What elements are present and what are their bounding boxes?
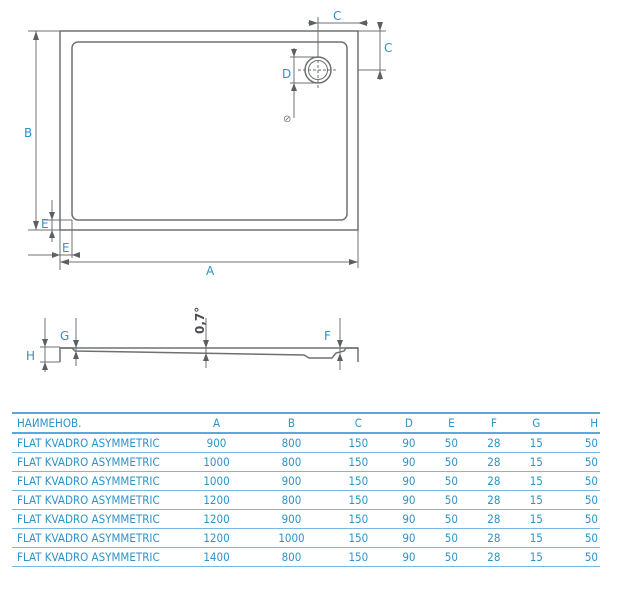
label-a: A xyxy=(206,264,215,278)
cell-name: FLAT KVADRO ASYMMETRIC xyxy=(12,433,179,453)
cell-c: 150 xyxy=(328,547,388,567)
label-c-right: C xyxy=(384,41,392,55)
cell-e: 50 xyxy=(430,509,473,529)
cell-g: 15 xyxy=(515,452,558,472)
cell-c: 150 xyxy=(328,490,388,510)
header-g: G xyxy=(515,413,558,434)
cell-d: 90 xyxy=(387,547,431,567)
cell-h: 50 xyxy=(557,490,600,510)
cell-g: 15 xyxy=(515,490,558,510)
cell-f: 28 xyxy=(472,471,516,491)
diameter-symbol: ⊘ xyxy=(283,114,291,125)
cell-f: 28 xyxy=(472,452,516,472)
cell-d: 90 xyxy=(387,528,431,548)
cell-b: 900 xyxy=(253,471,329,491)
header-name: НАИМЕНОВ. xyxy=(12,413,179,434)
header-h: H xyxy=(557,413,600,434)
table-header-row: НАИМЕНОВ. A B C D E F G H xyxy=(12,413,600,434)
cell-e: 50 xyxy=(430,433,473,453)
cell-name: FLAT KVADRO ASYMMETRIC xyxy=(12,471,179,491)
cell-a: 1400 xyxy=(179,547,254,567)
tray-outer-outline xyxy=(59,30,359,231)
cell-h: 50 xyxy=(557,433,600,453)
cell-g: 15 xyxy=(515,509,558,529)
cell-f: 28 xyxy=(472,547,516,567)
header-f: F xyxy=(472,413,516,434)
cell-e: 50 xyxy=(430,528,473,548)
cell-d: 90 xyxy=(387,509,431,529)
label-e-vertical: E xyxy=(41,217,49,231)
cell-name: FLAT KVADRO ASYMMETRIC xyxy=(12,509,179,529)
cell-a: 1200 xyxy=(179,528,254,548)
cell-c: 150 xyxy=(328,528,388,548)
cell-d: 90 xyxy=(387,490,431,510)
label-d: D xyxy=(282,67,291,81)
cell-b: 900 xyxy=(253,509,329,529)
cell-d: 90 xyxy=(387,452,431,472)
cell-a: 900 xyxy=(179,433,254,453)
header-e: E xyxy=(430,413,473,434)
cell-h: 50 xyxy=(557,471,600,491)
cell-a: 1000 xyxy=(179,452,254,472)
label-g: G xyxy=(60,329,69,343)
header-d: D xyxy=(387,413,431,434)
header-b: B xyxy=(253,413,329,434)
cell-c: 150 xyxy=(328,452,388,472)
cell-g: 15 xyxy=(515,528,558,548)
tray-inner-outline xyxy=(71,41,348,221)
header-c: C xyxy=(328,413,388,434)
header-a: A xyxy=(179,413,254,434)
dimensions-table: НАИМЕНОВ. A B C D E F G H FLAT KVADRO AS… xyxy=(12,412,600,567)
cell-g: 15 xyxy=(515,433,558,453)
cell-e: 50 xyxy=(430,452,473,472)
cell-b: 800 xyxy=(253,452,329,472)
cell-g: 15 xyxy=(515,471,558,491)
label-slope: 0,7° xyxy=(193,307,207,334)
cell-c: 150 xyxy=(328,509,388,529)
label-b: B xyxy=(24,126,32,140)
cell-d: 90 xyxy=(387,471,431,491)
cell-name: FLAT KVADRO ASYMMETRIC xyxy=(12,547,179,567)
shower-tray-drawing: C C D ⊘ B E E A H G 0,7° F xyxy=(24,9,392,372)
cell-f: 28 xyxy=(472,433,516,453)
cell-h: 50 xyxy=(557,547,600,567)
cell-b: 1000 xyxy=(253,528,329,548)
cell-b: 800 xyxy=(253,433,329,453)
label-f: F xyxy=(324,329,331,343)
cell-name: FLAT KVADRO ASYMMETRIC xyxy=(12,490,179,510)
label-c-top: C xyxy=(333,9,341,23)
cell-name: FLAT KVADRO ASYMMETRIC xyxy=(12,452,179,472)
cell-e: 50 xyxy=(430,490,473,510)
cell-h: 50 xyxy=(557,509,600,529)
cell-e: 50 xyxy=(430,547,473,567)
cell-c: 150 xyxy=(328,471,388,491)
tray-side-profile xyxy=(59,347,359,362)
label-h: H xyxy=(26,349,35,363)
cell-f: 28 xyxy=(472,490,516,510)
cell-a: 1200 xyxy=(179,490,254,510)
cell-name: FLAT KVADRO ASYMMETRIC xyxy=(12,528,179,548)
cell-c: 150 xyxy=(328,433,388,453)
cell-g: 15 xyxy=(515,547,558,567)
cell-b: 800 xyxy=(253,490,329,510)
cell-a: 1000 xyxy=(179,471,254,491)
cell-e: 50 xyxy=(430,471,473,491)
cell-f: 28 xyxy=(472,509,516,529)
cell-b: 800 xyxy=(253,547,329,567)
label-e-horizontal: E xyxy=(62,241,70,255)
cell-a: 1200 xyxy=(179,509,254,529)
cell-d: 90 xyxy=(387,433,431,453)
cell-h: 50 xyxy=(557,528,600,548)
cell-h: 50 xyxy=(557,452,600,472)
cell-f: 28 xyxy=(472,528,516,548)
